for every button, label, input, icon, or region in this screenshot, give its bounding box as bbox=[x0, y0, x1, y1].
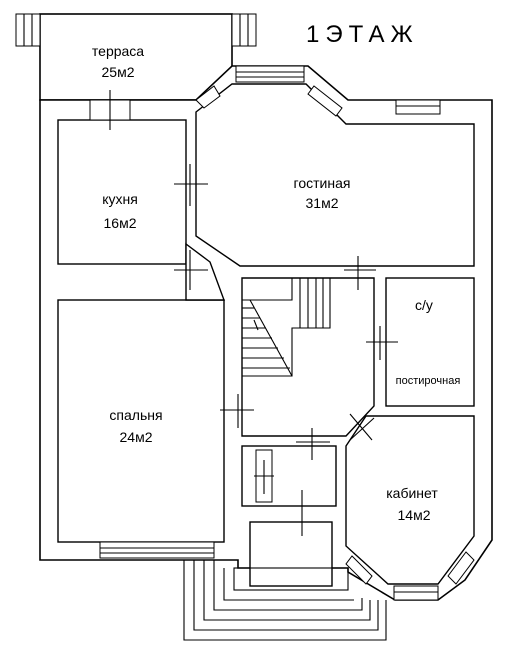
floor-title: 1ЭТАЖ bbox=[306, 21, 419, 48]
study-room bbox=[345, 415, 475, 585]
bathroom-label: с/у bbox=[415, 297, 433, 313]
study-area: 14м2 bbox=[398, 507, 431, 523]
living-area: 31м2 bbox=[306, 195, 339, 211]
terrace-label: терраса bbox=[92, 43, 144, 59]
kitchen-room bbox=[57, 119, 187, 265]
kitchen-passage bbox=[185, 242, 226, 301]
door-markers bbox=[109, 90, 398, 536]
terrace bbox=[15, 13, 257, 101]
windows bbox=[89, 65, 475, 601]
entrance-steps bbox=[183, 521, 387, 641]
bedroom-label: спальня bbox=[109, 407, 162, 423]
study-label: кабинет bbox=[386, 485, 438, 501]
terrace-post-left bbox=[15, 13, 41, 47]
living-room bbox=[195, 83, 475, 267]
bedroom-room bbox=[57, 299, 225, 543]
laundry-label: постирочная bbox=[396, 375, 461, 387]
living-label: гостиная bbox=[294, 175, 351, 191]
terrace-post-right bbox=[231, 13, 257, 47]
kitchen-area: 16м2 bbox=[104, 215, 137, 231]
staircase bbox=[242, 278, 331, 377]
bathroom-room bbox=[385, 277, 475, 407]
kitchen-label: кухня bbox=[102, 191, 138, 207]
bedroom-area: 24м2 bbox=[120, 429, 153, 445]
terrace-area: 25м2 bbox=[102, 64, 135, 80]
